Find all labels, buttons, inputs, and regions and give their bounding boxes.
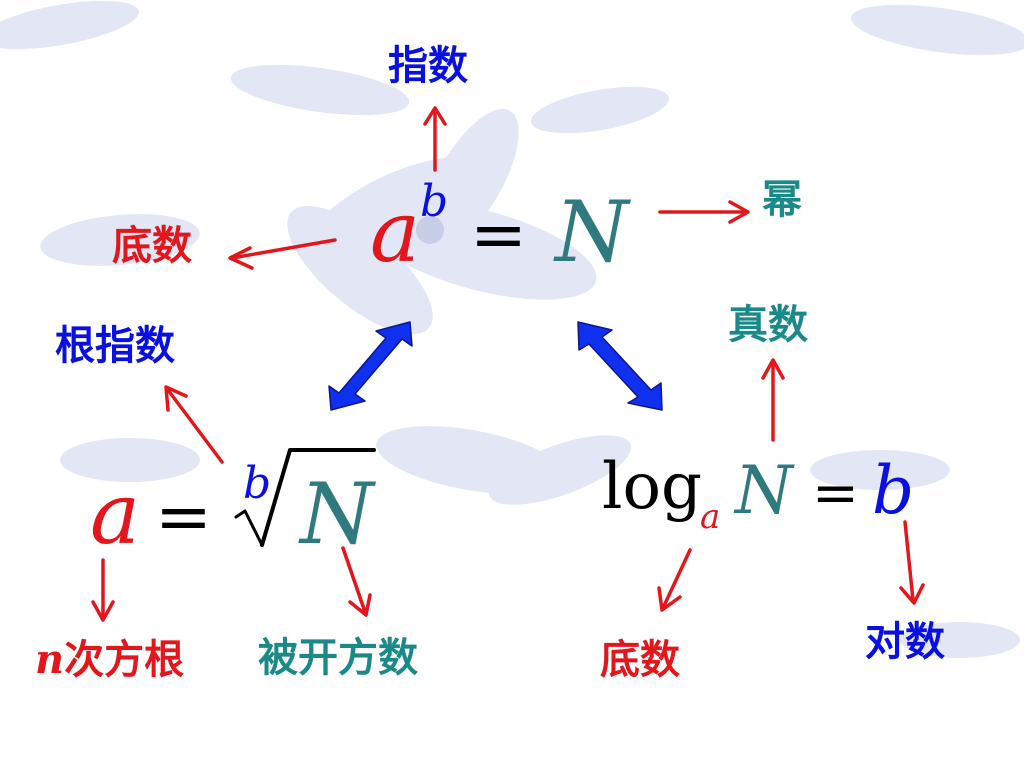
radicand-variable: N: [300, 465, 374, 563]
arrow-to-antilog-label: [761, 358, 785, 442]
log-base-variable: a: [700, 497, 721, 537]
radical-index-variable: b: [243, 458, 272, 509]
arrow-to-power-label: [658, 200, 750, 224]
arrow-to-logarithm-label: [899, 520, 925, 605]
antilog-label: 真数: [728, 302, 808, 348]
top-equals-sign: =: [470, 196, 527, 275]
arrow-to-base-label: [228, 238, 337, 270]
arrow-to-root-index-label: [164, 385, 224, 464]
nth-root-text: 次方根: [64, 637, 185, 683]
power-label: 幂: [762, 177, 802, 223]
exponent-label: 指数: [388, 43, 468, 89]
base-label-log: 底数: [600, 637, 680, 683]
double-arrow-right: [577, 321, 663, 411]
double-arrow-left: [328, 321, 413, 411]
log-argument-variable: N: [735, 452, 793, 529]
base-label-top: 底数: [112, 223, 192, 269]
top-result-variable: N: [555, 183, 629, 281]
log-function-name: log: [602, 450, 702, 524]
log-result-variable: b: [872, 452, 915, 529]
radical-sign: [234, 448, 376, 547]
logarithm-label: 对数: [865, 619, 945, 665]
top-base-variable: a: [370, 183, 421, 281]
arrow-to-nth-root-label: [91, 558, 115, 622]
radical-lhs-variable: a: [90, 465, 141, 563]
arrow-to-radicand-label: [341, 546, 372, 617]
radicand-label: 被开方数: [258, 635, 418, 681]
top-exponent-variable: b: [420, 176, 449, 227]
arrow-to-exponent-label: [423, 106, 447, 172]
nth-root-variable: n: [35, 636, 65, 683]
log-equals-sign: =: [812, 461, 859, 526]
arrow-to-log-base-label: [657, 548, 692, 612]
root-index-label: 根指数: [55, 323, 175, 369]
radical-equals-sign: =: [155, 478, 212, 557]
nth-root-label: n次方根: [35, 637, 185, 683]
